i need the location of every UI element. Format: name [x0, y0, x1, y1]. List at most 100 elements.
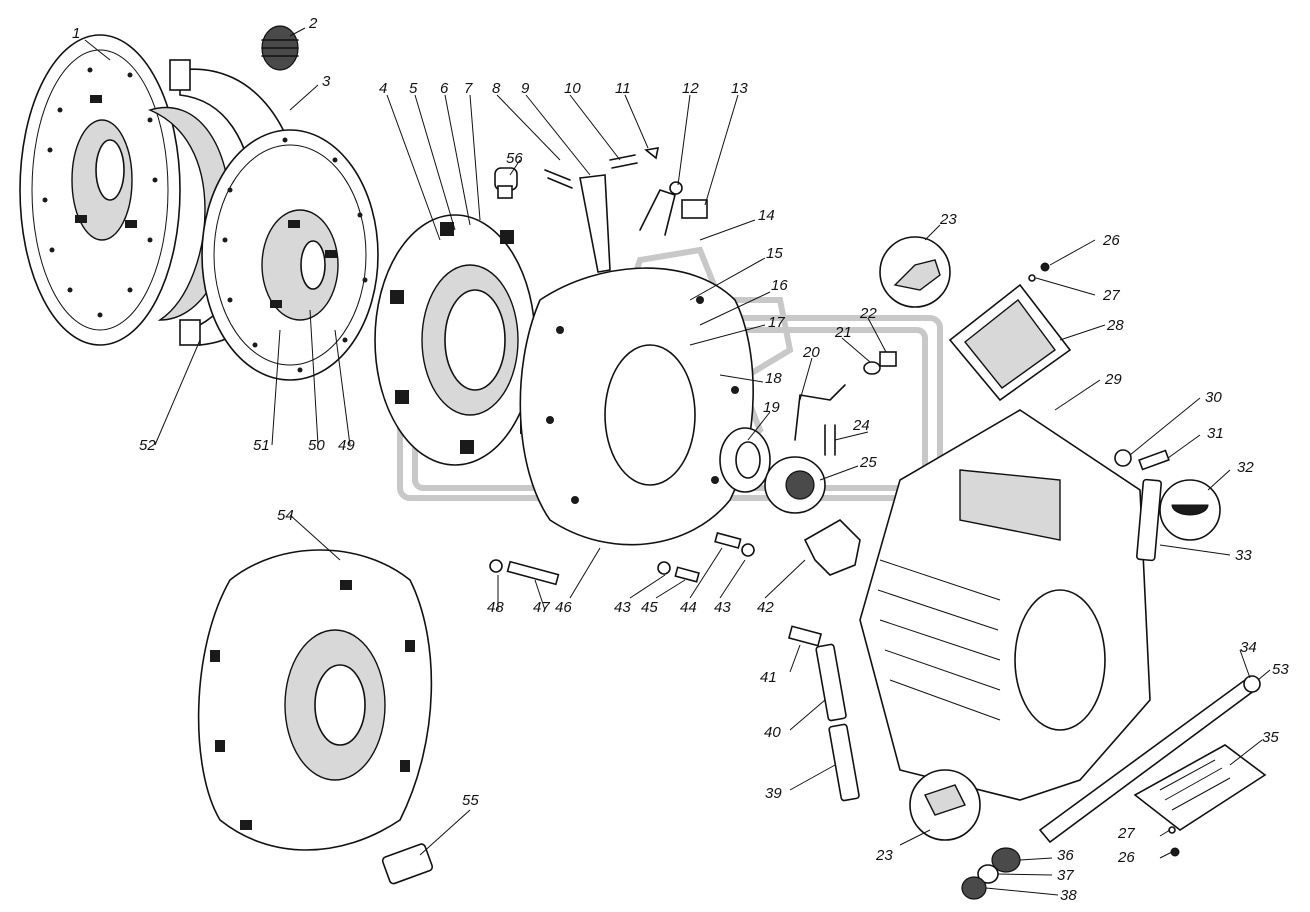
callout-23: 23: [939, 211, 957, 228]
part-44-bolt: [714, 532, 742, 549]
callout-37: 37: [1057, 867, 1074, 884]
part-10-pins: [609, 154, 638, 169]
part-38-nut: [961, 876, 987, 900]
callout-25: 25: [859, 454, 877, 471]
callout-1: 1: [72, 25, 80, 42]
callout-41: 41: [760, 669, 777, 686]
part-43-washer-right: [741, 543, 755, 557]
part-19-flange: [719, 427, 771, 493]
callout-23-lower: 23: [875, 847, 893, 864]
part-53-cap: [1243, 675, 1261, 693]
callout-16: 16: [771, 277, 788, 294]
callout-53: 53: [1272, 661, 1289, 678]
part-21-washer: [863, 361, 881, 375]
part-47-long-bolt: [506, 560, 560, 586]
part-23-detail-inset-top: [879, 236, 951, 308]
part-11-clip: [644, 147, 660, 160]
callout-50: 50: [308, 437, 325, 454]
callout-31: 31: [1207, 425, 1224, 442]
callout-36: 36: [1057, 847, 1074, 864]
part-9-release-lever: [579, 174, 611, 273]
callout-44: 44: [680, 599, 697, 616]
callout-4: 4: [379, 80, 387, 97]
leader-lines: [84, 27, 1271, 896]
part-27-washer-lower: [1168, 826, 1176, 834]
part-25-release-bearing: [764, 456, 826, 514]
callout-15: 15: [766, 245, 783, 262]
callout-35: 35: [1262, 729, 1279, 746]
part-55-bushing: [381, 843, 434, 885]
callout-18: 18: [765, 370, 782, 387]
callout-30: 30: [1205, 389, 1222, 406]
part-41-bolt: [787, 625, 823, 647]
callout-10: 10: [564, 80, 581, 97]
callout-55: 55: [462, 792, 479, 809]
part-49-driven-disc: [201, 129, 379, 381]
callout-22: 22: [859, 305, 877, 322]
callout-48: 48: [487, 599, 504, 616]
callout-43-right: 43: [714, 599, 731, 616]
callout-49: 49: [338, 437, 355, 454]
callout-19: 19: [763, 399, 780, 416]
part-40-plate: [815, 643, 847, 722]
callout-21: 21: [834, 324, 852, 341]
part-45-bolt: [674, 566, 700, 583]
callout-2: 2: [308, 15, 318, 32]
callout-47: 47: [533, 599, 550, 616]
part-29-clutch-housing: [859, 409, 1151, 801]
part-4-pressure-plate: [374, 214, 536, 466]
part-31-bolt: [1138, 449, 1170, 471]
callout-27-lower: 27: [1117, 825, 1135, 842]
part-12-spring-clip: [639, 181, 683, 236]
callout-5: 5: [409, 80, 418, 97]
callout-3: 3: [322, 73, 331, 90]
part-24-spring-clip: [824, 424, 836, 456]
callout-13: 13: [731, 80, 748, 97]
part-43-washer-left: [657, 561, 671, 575]
callout-45: 45: [641, 599, 658, 616]
callout-9: 9: [521, 80, 530, 97]
part-32-detail-inset: [1159, 479, 1221, 541]
callout-26: 26: [1102, 232, 1120, 249]
part-56-pin: [494, 167, 518, 199]
callout-12: 12: [682, 80, 699, 97]
part-33-plate: [1135, 478, 1163, 562]
callout-40: 40: [764, 724, 781, 741]
callout-51: 51: [253, 437, 270, 454]
callout-34: 34: [1240, 639, 1257, 656]
part-2-spring: [261, 25, 299, 71]
callout-33: 33: [1235, 547, 1252, 564]
callout-38: 38: [1060, 887, 1077, 904]
part-26-screw-lower: [1170, 847, 1180, 857]
callout-46: 46: [555, 599, 572, 616]
part-42-release-fork: [803, 519, 861, 576]
callout-17: 17: [768, 314, 785, 331]
callout-52: 52: [139, 437, 156, 454]
callout-27: 27: [1102, 287, 1120, 304]
callout-14: 14: [758, 207, 775, 224]
callout-54: 54: [277, 507, 294, 524]
callout-labels: 1 2 3 4 5 6 7 8 9 10 11 12 13 14 15 16 1…: [72, 15, 1289, 904]
callout-42: 42: [757, 599, 774, 616]
part-48-washer: [489, 559, 503, 573]
part-26-screw-top: [1040, 262, 1050, 272]
part-39-plate: [828, 723, 860, 802]
callout-24: 24: [852, 417, 870, 434]
part-1-driven-disc: [19, 34, 181, 346]
callout-43-left: 43: [614, 599, 631, 616]
callout-29: 29: [1104, 371, 1122, 388]
callout-8: 8: [492, 80, 501, 97]
part-8-springs: [544, 169, 573, 189]
part-27-washer-top: [1028, 274, 1036, 282]
part-23-detail-inset-bottom: [909, 769, 981, 841]
part-22-nut: [879, 351, 897, 367]
callout-7: 7: [464, 80, 473, 97]
callout-56: 56: [506, 150, 523, 167]
part-54-clutch-assembly: [197, 549, 433, 851]
part-30-washer: [1114, 449, 1132, 467]
part-35-grille-cover: [1133, 744, 1267, 831]
callout-20: 20: [802, 344, 820, 361]
part-20-lubrication-tube: [794, 384, 846, 441]
part-28-inspection-cover: [948, 283, 1072, 402]
